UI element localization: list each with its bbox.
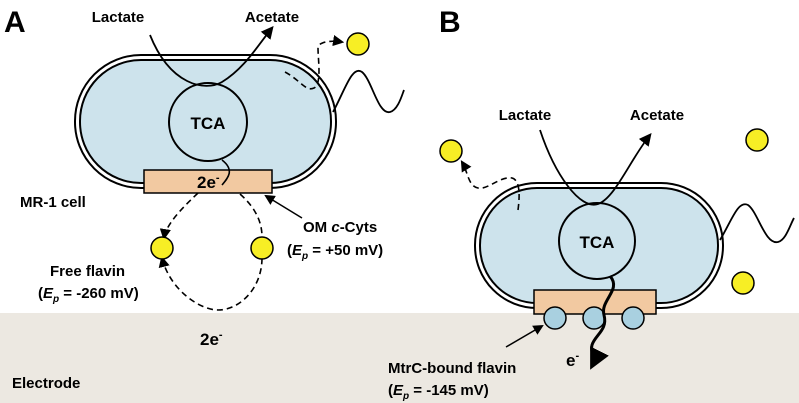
electron-shuttle-left-arrow xyxy=(159,192,199,241)
free-flavin-left-b xyxy=(439,139,463,163)
flagellum-a xyxy=(332,69,405,113)
om-cyts-pointer xyxy=(264,194,303,219)
electron-label-b: e- xyxy=(566,350,579,370)
flagellum-b xyxy=(719,203,795,243)
free-flavin-label: Free flavin xyxy=(50,263,125,280)
tca-label-b: TCA xyxy=(580,233,615,252)
electrons-electrode-label: 2e- xyxy=(200,329,223,349)
lactate-label-b: Lactate xyxy=(499,107,552,124)
om-c-cyts-box xyxy=(143,169,273,194)
electron-shuttle-right-arrow xyxy=(239,193,263,238)
free-flavin-right xyxy=(250,236,274,260)
bound-flavin-label: MtrC-bound flavin xyxy=(388,360,516,377)
acetate-label-b: Acetate xyxy=(630,107,684,124)
panel-b-letter: B xyxy=(439,6,461,39)
tca-label-a: TCA xyxy=(191,114,226,133)
tca-circle-a xyxy=(168,82,248,162)
free-flavin-top-a xyxy=(346,32,370,56)
lactate-acetate-arrow-b xyxy=(539,129,652,206)
tca-to-cyt-path-a xyxy=(221,159,231,186)
tca-circle-b xyxy=(558,202,636,280)
bound-flavin-1 xyxy=(543,306,567,330)
mr1-cell-label: MR-1 cell xyxy=(20,194,86,211)
flavin-secretion-arrow-b xyxy=(460,160,520,211)
bound-flavin-3 xyxy=(621,306,645,330)
electrons-cyt-label: 2e- xyxy=(197,172,220,192)
free-flavin-potential: (Ep = -260 mV) xyxy=(38,285,139,305)
om-cyts-label: OM c-Cyts xyxy=(303,219,377,236)
acetate-label-a: Acetate xyxy=(245,9,299,26)
bound-flavin-pointer xyxy=(505,324,544,348)
free-flavin-top-right-b xyxy=(745,128,769,152)
electrode-label: Electrode xyxy=(12,375,80,392)
tca-to-electrode-path-b xyxy=(590,275,616,370)
panel-a-letter: A xyxy=(4,6,26,39)
free-flavin-bottom-right-b xyxy=(731,271,755,295)
bound-flavin-2 xyxy=(582,306,606,330)
free-flavin-left xyxy=(150,236,174,260)
lactate-label-a: Lactate xyxy=(92,9,145,26)
electrode xyxy=(0,313,799,403)
om-cyts-potential: (Ep = +50 mV) xyxy=(287,242,383,262)
lactate-acetate-arrow-a xyxy=(149,26,274,87)
flavin-secretion-arrow-a xyxy=(284,35,345,90)
electron-shuttle-bottom-arrow xyxy=(158,255,263,311)
bound-flavin-potential: (Ep = -145 mV) xyxy=(388,382,489,402)
